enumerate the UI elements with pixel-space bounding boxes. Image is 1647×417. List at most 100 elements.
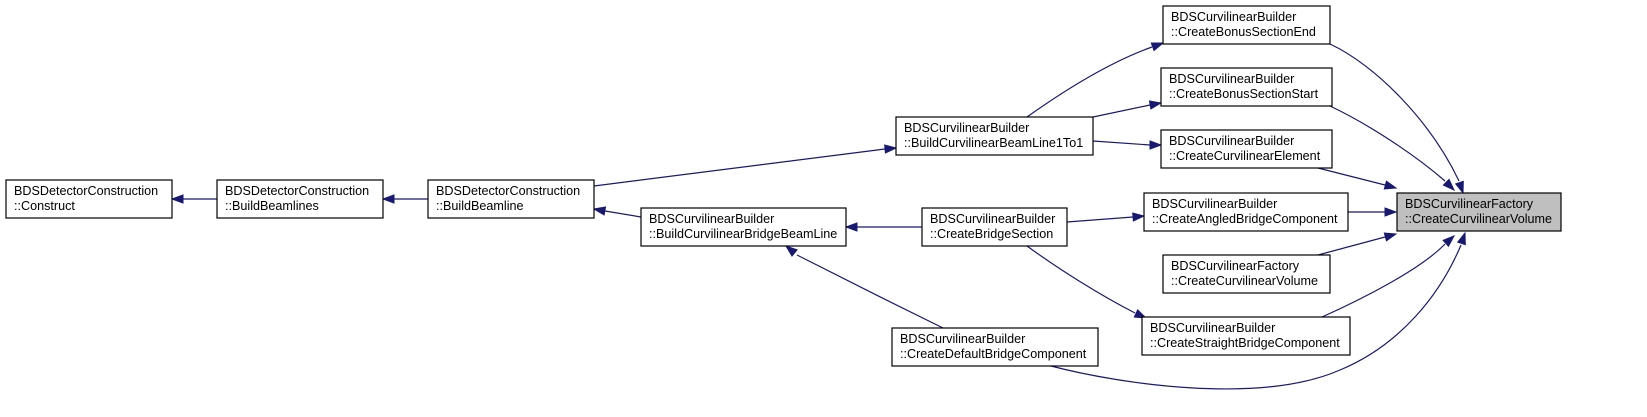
node-build-beamline[interactable]: BDSDetectorConstruction::BuildBeamline bbox=[427, 179, 595, 219]
edge-create-angled-bridge-component-to-create-bridge-section bbox=[1066, 212, 1146, 223]
node-box bbox=[1143, 192, 1349, 232]
node-method-label: ::BuildBeamlines bbox=[225, 199, 319, 213]
node-method-label: ::CreateDefaultBridgeComponent bbox=[900, 347, 1087, 361]
node-box bbox=[1160, 67, 1333, 107]
edge-target-create-curvilinear-volume-to-create-bonus-section-end bbox=[1329, 43, 1464, 195]
edges-layer bbox=[170, 42, 1466, 390]
edge-create-straight-bridge-component-to-create-bridge-section bbox=[1026, 245, 1148, 319]
node-build-curvilinear-beamline-1to1[interactable]: BDSCurvilinearBuilder::BuildCurvilinearB… bbox=[895, 116, 1094, 156]
node-box bbox=[216, 179, 384, 219]
edge-create-bonus-section-start-to-build-curvilinear-beamline-1to1 bbox=[1092, 100, 1163, 118]
edge-target-create-curvilinear-volume-to-create-curvilinear-element bbox=[1317, 167, 1398, 190]
node-method-label: ::BuildCurvilinearBeamLine1To1 bbox=[904, 136, 1083, 150]
arrowhead-icon bbox=[1383, 180, 1398, 190]
edge-target-create-curvilinear-volume-to-create-default-bridge-component bbox=[1050, 231, 1466, 390]
arrowhead-icon bbox=[844, 222, 858, 232]
node-method-label: ::Construct bbox=[14, 199, 75, 213]
node-method-label: ::CreateAngledBridgeComponent bbox=[1152, 212, 1338, 226]
node-class-label: BDSCurvilinearFactory bbox=[1171, 259, 1300, 273]
node-target-create-curvilinear-volume[interactable]: BDSCurvilinearFactory::CreateCurvilinear… bbox=[1396, 192, 1562, 232]
node-box bbox=[1162, 254, 1331, 294]
node-class-label: BDSDetectorConstruction bbox=[14, 184, 158, 198]
node-create-straight-bridge-component[interactable]: BDSCurvilinearBuilder::CreateStraightBri… bbox=[1141, 316, 1351, 356]
edge-line bbox=[1050, 244, 1462, 390]
edge-line bbox=[1066, 216, 1134, 223]
arrowhead-icon bbox=[784, 245, 798, 257]
node-create-bonus-section-end[interactable]: BDSCurvilinearBuilder::CreateBonusSectio… bbox=[1162, 5, 1331, 45]
edge-line bbox=[796, 254, 944, 329]
arrowhead-icon bbox=[1148, 100, 1163, 110]
nodes-layer: BDSDetectorConstruction::ConstructBDSDet… bbox=[5, 5, 1562, 367]
node-box bbox=[891, 327, 1099, 367]
node-create-bridge-section[interactable]: BDSCurvilinearBuilder::CreateBridgeSecti… bbox=[921, 207, 1068, 247]
node-box bbox=[1162, 5, 1331, 45]
node-create-curvilinear-element[interactable]: BDSCurvilinearBuilder::CreateCurvilinear… bbox=[1160, 129, 1333, 169]
node-class-label: BDSCurvilinearBuilder bbox=[1150, 321, 1275, 335]
node-class-label: BDSCurvilinearBuilder bbox=[900, 332, 1025, 346]
edge-create-curvilinear-element-to-build-curvilinear-beamline-1to1 bbox=[1092, 140, 1163, 150]
arrowhead-icon bbox=[1442, 178, 1456, 192]
node-create-angled-bridge-component[interactable]: BDSCurvilinearBuilder::CreateAngledBridg… bbox=[1143, 192, 1349, 232]
node-box bbox=[895, 116, 1094, 156]
node-class-label: BDSDetectorConstruction bbox=[225, 184, 369, 198]
node-class-label: BDSCurvilinearBuilder bbox=[904, 121, 1029, 135]
node-box bbox=[5, 179, 173, 219]
edge-create-bonus-section-end-to-build-curvilinear-beamline-1to1 bbox=[1026, 42, 1165, 118]
edge-line bbox=[1317, 167, 1386, 186]
edge-build-beamline-to-build-beamlines bbox=[381, 194, 428, 204]
edge-line bbox=[1329, 105, 1446, 182]
arrowhead-icon bbox=[1383, 232, 1398, 242]
edge-line bbox=[1321, 243, 1446, 318]
edge-target-create-curvilinear-volume-to-create-angled-bridge-component bbox=[1348, 207, 1398, 217]
edge-line bbox=[1026, 46, 1153, 118]
node-method-label: ::BuildCurvilinearBridgeBeamLine bbox=[649, 227, 837, 241]
edge-target-create-curvilinear-volume-to-create-bonus-section-start bbox=[1329, 105, 1456, 192]
node-method-label: ::CreateCurvilinearVolume bbox=[1171, 274, 1318, 288]
edge-build-curvilinear-bridge-beamline-to-build-beamline bbox=[592, 206, 642, 218]
node-class-label: BDSCurvilinearBuilder bbox=[1169, 134, 1294, 148]
edge-line bbox=[1026, 245, 1136, 314]
node-method-label: ::CreateBridgeSection bbox=[930, 227, 1053, 241]
node-class-label: BDSCurvilinearBuilder bbox=[649, 212, 774, 226]
node-build-curvilinear-bridge-beamline[interactable]: BDSCurvilinearBuilder::BuildCurvilinearB… bbox=[640, 207, 847, 247]
arrowhead-icon bbox=[1150, 42, 1165, 52]
node-class-label: BDSCurvilinearFactory bbox=[1405, 197, 1534, 211]
node-build-beamlines[interactable]: BDSDetectorConstruction::BuildBeamlines bbox=[216, 179, 384, 219]
edge-line bbox=[1317, 236, 1386, 256]
node-method-label: ::CreateCurvilinearElement bbox=[1169, 149, 1321, 163]
node-class-label: BDSCurvilinearBuilder bbox=[1171, 10, 1296, 24]
node-detector-construct[interactable]: BDSDetectorConstruction::Construct bbox=[5, 179, 173, 219]
node-box bbox=[1396, 192, 1562, 232]
edge-build-beamlines-to-detector-construct bbox=[170, 194, 217, 204]
node-class-label: BDSDetectorConstruction bbox=[436, 184, 580, 198]
node-method-label: ::CreateBonusSectionStart bbox=[1169, 87, 1319, 101]
edge-create-default-bridge-component-to-build-curvilinear-bridge-beamline bbox=[784, 245, 944, 329]
arrowhead-icon bbox=[381, 194, 395, 204]
arrowhead-icon bbox=[1384, 207, 1398, 217]
arrowhead-icon bbox=[1133, 308, 1148, 319]
node-method-label: ::CreateCurvilinearVolume bbox=[1405, 212, 1552, 226]
arrowhead-icon bbox=[1456, 231, 1466, 246]
node-box bbox=[427, 179, 595, 219]
arrowhead-icon bbox=[1442, 235, 1456, 248]
edge-line bbox=[1092, 140, 1151, 146]
arrowhead-icon bbox=[1149, 140, 1163, 150]
arrowhead-icon bbox=[884, 144, 898, 154]
node-method-label: ::BuildBeamline bbox=[436, 199, 524, 213]
arrowhead-icon bbox=[592, 206, 607, 216]
node-factory-create-curvilinear-volume-caller[interactable]: BDSCurvilinearFactory::CreateCurvilinear… bbox=[1162, 254, 1331, 294]
node-create-default-bridge-component[interactable]: BDSCurvilinearBuilder::CreateDefaultBrid… bbox=[891, 327, 1099, 367]
node-class-label: BDSCurvilinearBuilder bbox=[1169, 72, 1294, 86]
node-box bbox=[1160, 129, 1333, 169]
node-box bbox=[921, 207, 1068, 247]
node-box bbox=[640, 207, 847, 247]
node-method-label: ::CreateBonusSectionEnd bbox=[1171, 25, 1316, 39]
node-class-label: BDSCurvilinearBuilder bbox=[1152, 197, 1277, 211]
edge-line bbox=[1092, 104, 1151, 118]
node-method-label: ::CreateStraightBridgeComponent bbox=[1150, 336, 1340, 350]
node-box bbox=[1141, 316, 1351, 356]
node-class-label: BDSCurvilinearBuilder bbox=[930, 212, 1055, 226]
node-create-bonus-section-start[interactable]: BDSCurvilinearBuilder::CreateBonusSectio… bbox=[1160, 67, 1333, 107]
arrowhead-icon bbox=[1454, 180, 1464, 195]
